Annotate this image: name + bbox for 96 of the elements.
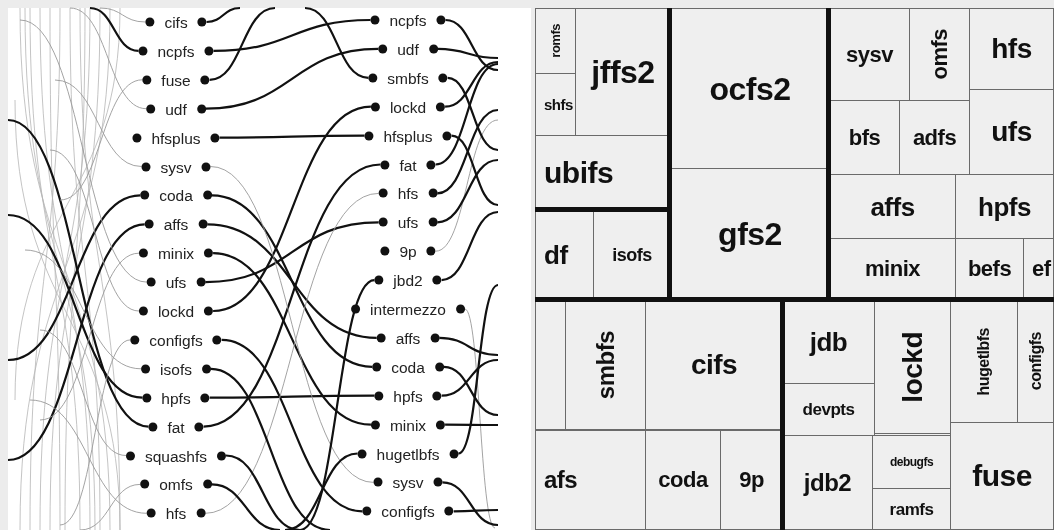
connector-line <box>209 394 375 399</box>
treemap-cell <box>535 300 566 430</box>
cell-label: ocfs2 <box>709 72 791 105</box>
cell-label: hugetlbfs <box>976 327 992 396</box>
connector-line <box>209 6 276 81</box>
cell-label: configfs <box>1027 332 1044 391</box>
cell-label: ef <box>1032 258 1051 280</box>
connector-line <box>284 452 358 530</box>
connector-line <box>211 194 373 368</box>
treemap-cell <box>645 430 721 530</box>
cell-label: devpts <box>802 401 855 418</box>
cell-label: affs <box>870 193 915 220</box>
connector-line <box>206 6 241 24</box>
connector-line <box>443 365 499 417</box>
cell-label: isofs <box>612 246 652 264</box>
connector-line <box>299 279 375 530</box>
connector-line <box>445 18 499 72</box>
cell-label: 9p <box>739 469 764 491</box>
connector-line <box>437 108 499 195</box>
connector-line <box>213 18 371 52</box>
connector-line <box>205 221 379 284</box>
connector-line <box>437 158 499 224</box>
connector-line <box>29 399 148 514</box>
cell-label: gfs2 <box>718 218 782 250</box>
connector-line <box>451 134 499 207</box>
cell-label: afs <box>544 468 578 492</box>
connector-line <box>39 329 127 456</box>
cell-label: jdb <box>809 329 848 355</box>
cell-label: jffs2 <box>591 56 655 88</box>
treemap-cell <box>969 8 1054 90</box>
connector-line <box>203 163 381 428</box>
cell-label: shfs <box>544 97 573 112</box>
connector-line <box>445 423 498 427</box>
cell-label: coda <box>658 469 708 491</box>
connector-line <box>211 483 281 530</box>
connector-line <box>69 7 147 110</box>
treemap-cell <box>720 430 783 530</box>
connector-line <box>210 367 331 530</box>
connector-line <box>59 339 131 526</box>
cell-label: debugfs <box>889 456 934 468</box>
connector-line <box>210 166 374 483</box>
connector-line <box>437 47 499 60</box>
treemap-cell <box>950 422 1054 530</box>
connector-line <box>464 308 496 529</box>
cell-label: lockd <box>898 331 927 403</box>
connector-line <box>207 223 377 339</box>
treemap-cell <box>535 8 576 74</box>
cell-label: hpfs <box>978 193 1031 220</box>
connector-line <box>212 105 372 313</box>
connector-line <box>439 336 499 357</box>
connector-line <box>89 6 139 52</box>
cell-label: adfs <box>912 126 957 149</box>
connector-line <box>205 47 379 110</box>
connector-line <box>225 454 301 530</box>
connector-line <box>59 79 143 201</box>
cell-label: jdb2 <box>803 470 852 495</box>
connector-line <box>221 338 363 513</box>
connector-line <box>441 358 499 397</box>
connector-line <box>54 79 142 167</box>
treemap-cell <box>535 73 576 136</box>
treemap-cell <box>535 430 646 530</box>
connector-line <box>457 284 499 455</box>
connector-line <box>19 19 148 283</box>
connector-line <box>24 249 142 370</box>
connector-line <box>7 194 141 362</box>
cell-label: fuse <box>972 461 1032 491</box>
cell-label: ubifs <box>544 158 614 188</box>
cell-label: ramfs <box>889 500 934 518</box>
connector-line <box>7 118 149 428</box>
connector-line <box>99 7 146 23</box>
connector-line <box>435 119 499 252</box>
connector-line <box>49 149 140 312</box>
connector-line <box>79 483 141 530</box>
connector-line <box>39 252 140 421</box>
cell-label: ufs <box>991 118 1032 146</box>
connector-line <box>441 210 499 282</box>
cell-label: bfs <box>848 126 881 149</box>
connector-line <box>7 213 143 399</box>
connector-line <box>204 192 380 514</box>
cell-label: romfs <box>549 24 562 58</box>
cell-label: smbfs <box>593 330 618 400</box>
cell-label: omfs <box>928 29 951 80</box>
connector-line <box>219 134 365 139</box>
cell-label: df <box>544 242 568 268</box>
connector-line <box>444 60 499 108</box>
cell-label: sysv <box>846 43 893 66</box>
connector-line <box>7 223 145 462</box>
cell-label: hfs <box>991 35 1032 63</box>
connector-line <box>304 6 369 79</box>
cell-label: cifs <box>690 351 738 379</box>
connector-line <box>435 62 499 166</box>
connector-line <box>453 508 498 513</box>
connector-line <box>442 481 499 527</box>
cell-label: minix <box>865 258 920 280</box>
connector-line <box>447 76 499 152</box>
cell-label: befs <box>967 258 1012 280</box>
